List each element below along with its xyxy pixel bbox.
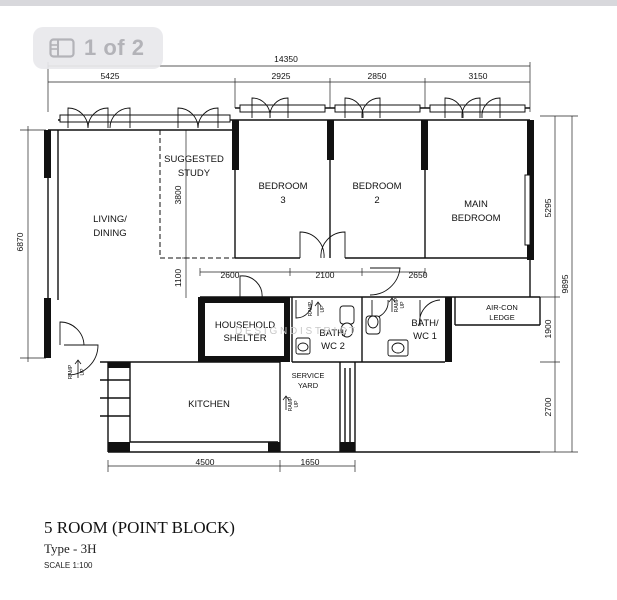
gallery-icon (49, 38, 75, 58)
walls-thin (47, 107, 541, 453)
ramp-label-entrance-2: UP (80, 368, 86, 376)
image-counter-label: 1 of 2 (84, 35, 145, 60)
watermark: D E S I G N D I S T R I C T (235, 326, 355, 337)
room-bed2-line2: 2 (374, 195, 379, 206)
room-yard-line1: SERVICE (292, 371, 325, 380)
room-shelter-line2: SHELTER (223, 333, 266, 344)
dim-right-mid: 1900 (543, 319, 553, 338)
dim-total-width: 14350 (274, 54, 298, 64)
plan-title: 5 ROOM (POINT BLOCK) (44, 518, 235, 537)
dimension-lines (20, 62, 578, 472)
room-bed2-line1: BEDROOM (352, 181, 401, 192)
dim-top-bed2: 2850 (368, 71, 387, 81)
dim-right-total: 9895 (560, 274, 570, 293)
ramp-label-bath2-1: RAMP (308, 301, 314, 316)
room-aircon-line1: AIR-CON (486, 303, 518, 312)
ramp-label-bath1-2: UP (400, 301, 406, 309)
room-bed3-line2: 3 (280, 195, 285, 206)
room-bath1-line2: WC 1 (413, 331, 437, 342)
ramp-label-bath1-1: RAMP (394, 297, 400, 312)
study-partition (159, 130, 235, 259)
dim-top-main: 3150 (469, 71, 488, 81)
dim-top-living: 5425 (101, 71, 120, 81)
small-room-labels: AIR-CON LEDGE SERVICE YARD (292, 303, 518, 390)
room-bath2-line1: BATH/ (319, 328, 347, 339)
room-study-line1: SUGGESTED (164, 154, 224, 165)
dim-study-gap: 1100 (173, 269, 183, 288)
plan-scale: SCALE 1:100 (44, 561, 93, 570)
room-yard-line2: YARD (298, 381, 319, 390)
room-living-line2: DINING (93, 228, 126, 239)
ramp-label-bath2-2: UP (320, 305, 326, 313)
ramp-labels: RAMP UP RAMP UP RAMP UP RAMP UP (68, 297, 406, 411)
dim-study-height: 3800 (173, 185, 183, 204)
dim-bottom-yard: 1650 (301, 457, 320, 467)
room-labels: LIVING/ DINING SUGGESTED STUDY BEDROOM 3… (93, 154, 501, 410)
door-swings (59, 97, 501, 376)
windows (59, 104, 531, 246)
dim-left-height: 6870 (15, 232, 25, 251)
top-bar (0, 0, 617, 6)
plan-type: Type - 3H (44, 541, 97, 556)
room-shelter-line1: HOUSEHOLD (215, 320, 275, 331)
ramp-label-entrance-1: RAMP (68, 364, 74, 379)
room-study-line2: STUDY (178, 168, 211, 179)
room-main-line1: MAIN (464, 199, 488, 210)
room-living-line1: LIVING/ (93, 214, 127, 225)
fixtures (295, 305, 409, 357)
ramp-label-yard-2: UP (294, 400, 300, 408)
room-main-line2: BEDROOM (451, 213, 500, 224)
dim-corridor-3: 2650 (409, 270, 428, 280)
dim-corridor-1: 2600 (221, 270, 240, 280)
dim-right-lower: 2700 (543, 397, 553, 416)
dim-top-bed3: 2925 (272, 71, 291, 81)
room-aircon-line2: LEDGE (489, 313, 514, 322)
ramp-arrows (74, 297, 396, 410)
room-bath2-line2: WC 2 (321, 341, 345, 352)
dim-bottom-kitchen: 4500 (196, 457, 215, 467)
image-counter[interactable]: 1 of 2 (33, 27, 163, 69)
ramp-label-yard-1: RAMP (288, 396, 294, 411)
room-bed3-line1: BEDROOM (258, 181, 307, 192)
dim-corridor-2: 2100 (316, 270, 335, 280)
dimension-labels: 14350 5425 2925 2850 3150 6870 5295 9895… (15, 54, 570, 467)
dim-right-upper: 5295 (543, 198, 553, 217)
room-bath1-line1: BATH/ (411, 318, 439, 329)
room-kitchen: KITCHEN (188, 399, 230, 410)
